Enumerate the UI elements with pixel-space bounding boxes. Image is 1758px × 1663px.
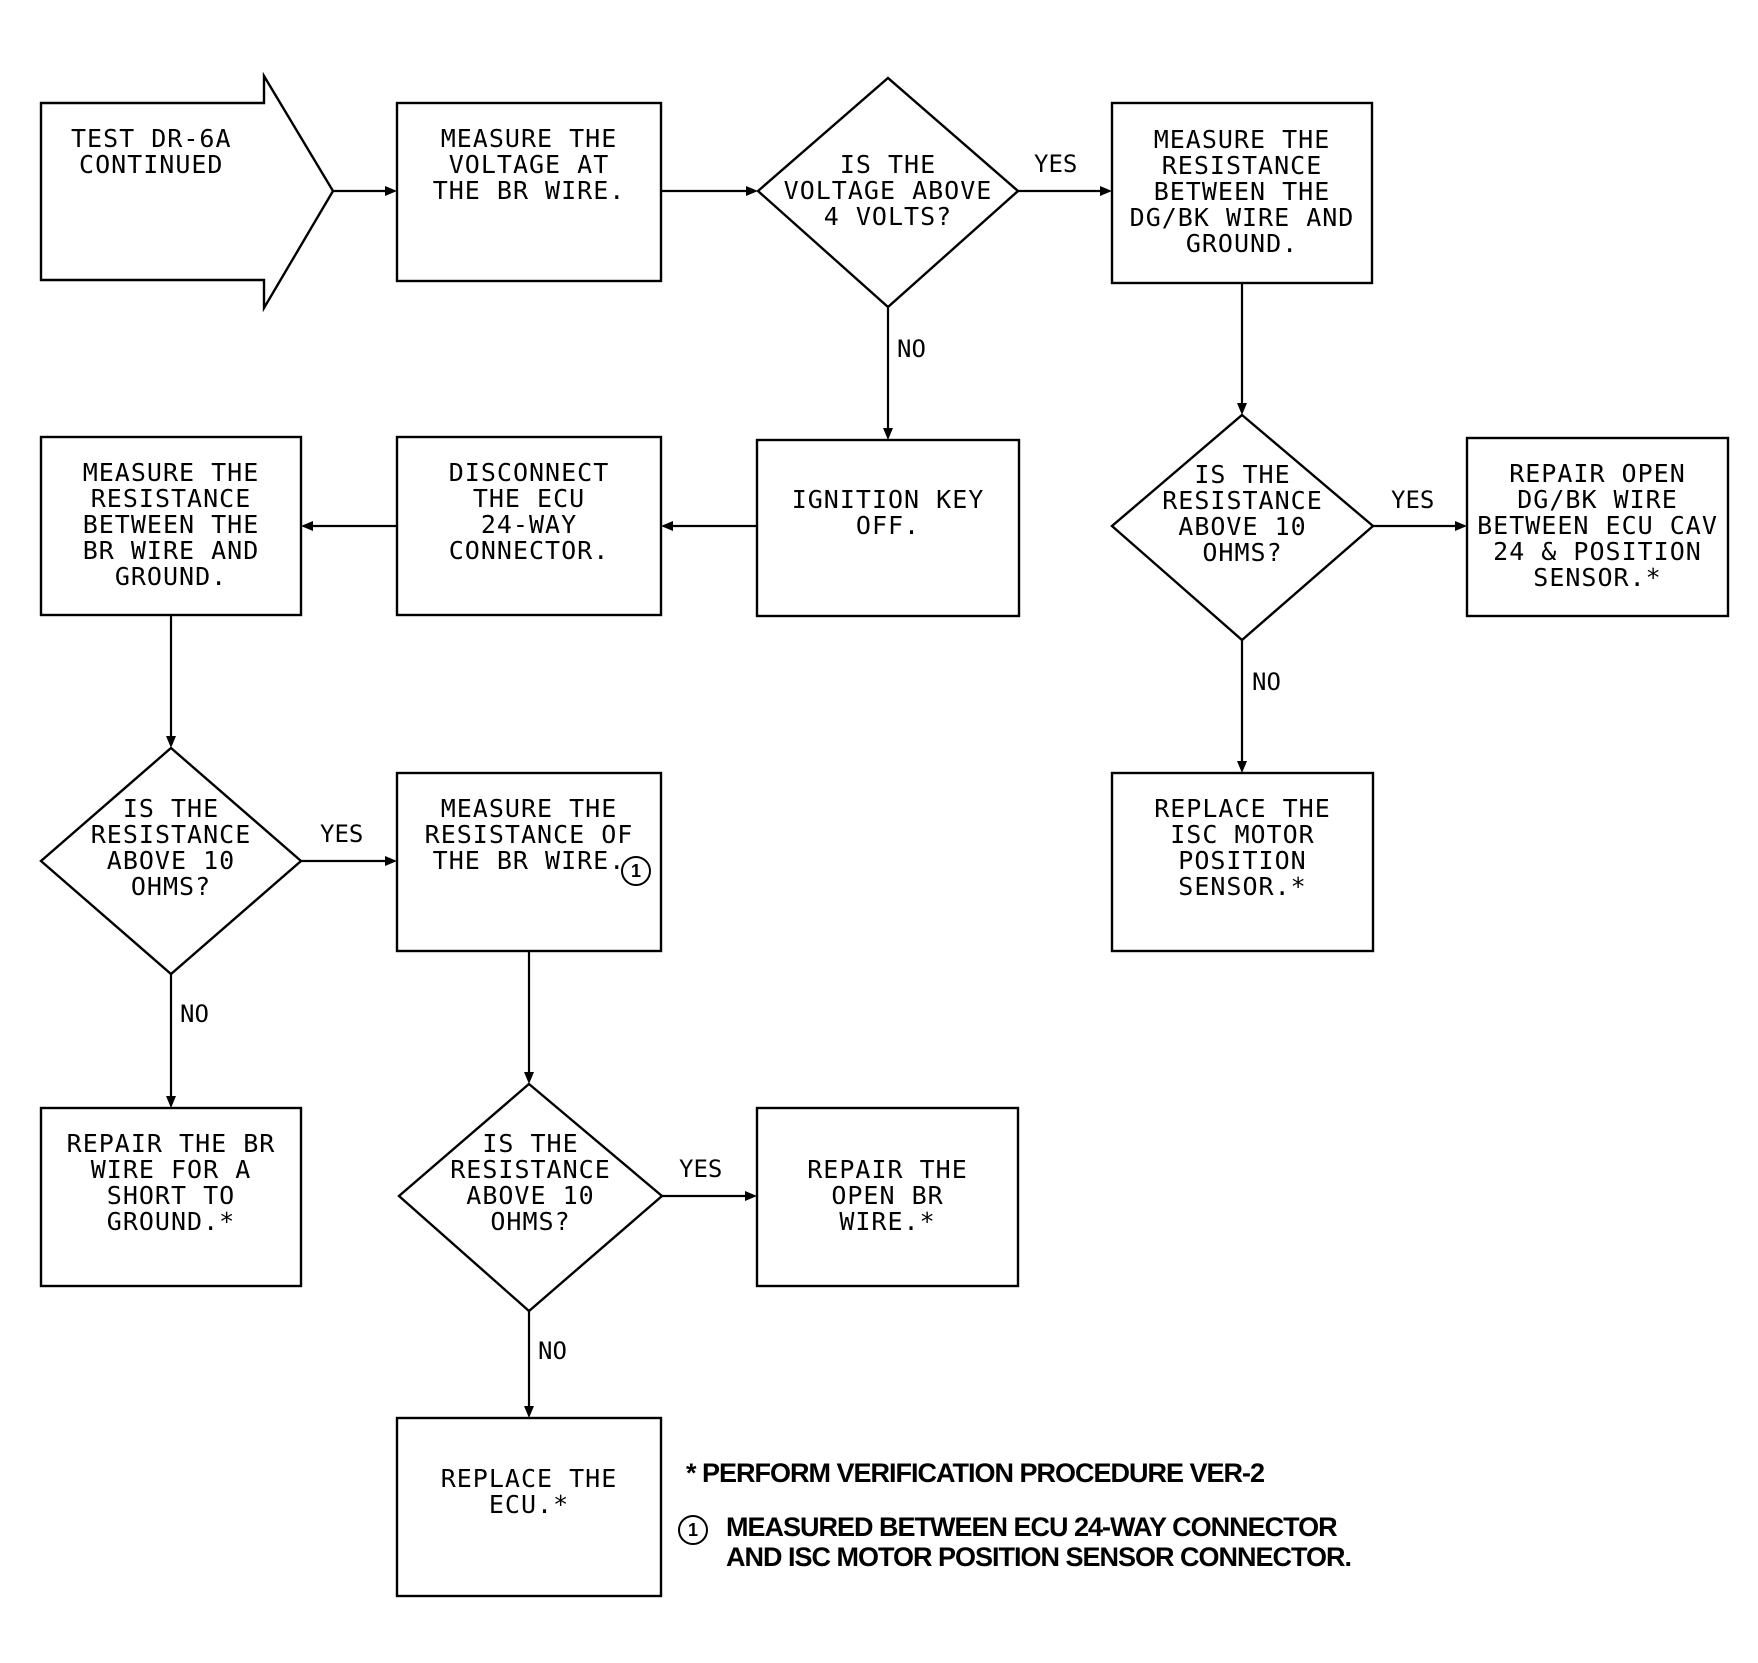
repair-open-br-box xyxy=(755,1106,1020,1288)
repair-open-br-label: REPAIR THE OPEN BR WIRE.* xyxy=(807,1155,968,1236)
connector-voltage-yes xyxy=(1018,186,1112,196)
measure-br-voltage-label: MEASURE THE VOLTAGE AT THE BR WIRE. xyxy=(432,124,626,205)
disconnect-ecu-label: DISCONNECT THE ECU 24-WAY CONNECTOR. xyxy=(448,458,610,565)
connector-br-wire-yes xyxy=(662,1191,757,1201)
connector-br-wire-measure-to-decision xyxy=(524,951,534,1084)
br-ground-yes-label: YES xyxy=(320,820,364,848)
connector-disconnect-to-measure-ground xyxy=(301,521,397,531)
repair-dgbk-label: REPAIR OPEN DG/BK WIRE BETWEEN ECU CAV 2… xyxy=(1477,459,1718,592)
voltage-question-label: IS THE VOLTAGE ABOVE 4 VOLTS? xyxy=(783,150,993,231)
measure-br-voltage-box xyxy=(395,101,663,283)
ignition-off-box xyxy=(755,438,1021,618)
replace-isc-box xyxy=(1110,771,1375,953)
measure-br-ground-label: MEASURE THE RESISTANCE BETWEEN THE BR WI… xyxy=(82,458,260,591)
measure-br-wire-box xyxy=(395,771,663,953)
start-arrow-shape xyxy=(39,71,335,313)
connector-br-ground-yes xyxy=(301,856,397,866)
disconnect-ecu-box xyxy=(395,435,663,617)
br-wire-yes-label: YES xyxy=(679,1155,723,1183)
connector-measure-to-voltage-decision xyxy=(661,186,758,196)
replace-ecu-label: REPLACE THE ECU.* xyxy=(440,1464,618,1519)
connector-dgbk-measure-to-decision xyxy=(1237,283,1247,415)
dgbk-question-label: IS THE RESISTANCE ABOVE 10 OHMS? xyxy=(1162,460,1323,567)
br-wire-no-label: NO xyxy=(538,1337,567,1365)
voltage-yes-label: YES xyxy=(1034,150,1078,178)
connector-voltage-no xyxy=(883,307,893,440)
circled-marker-in-box: 1 xyxy=(621,856,651,886)
ignition-off-label: IGNITION KEY OFF. xyxy=(791,485,985,540)
repair-short-label: REPAIR THE BR WIRE FOR A SHORT TO GROUND… xyxy=(66,1129,276,1236)
repair-dgbk-box xyxy=(1465,436,1730,618)
connector-start-to-measure xyxy=(333,186,397,196)
start-label: TEST DR-6A CONTINUED xyxy=(71,124,232,179)
circled-marker-footnote: 1 xyxy=(678,1515,708,1545)
connector-br-ground-no xyxy=(166,974,176,1108)
replace-ecu-box xyxy=(395,1416,663,1598)
dgbk-no-label: NO xyxy=(1252,668,1281,696)
measure-dgbk-resistance-label: MEASURE THE RESISTANCE BETWEEN THE DG/BK… xyxy=(1129,125,1355,258)
voltage-no-label: NO xyxy=(897,335,926,363)
br-wire-question-label: IS THE RESISTANCE ABOVE 10 OHMS? xyxy=(450,1129,611,1236)
measure-dgbk-resistance-box xyxy=(1110,101,1374,285)
connector-measure-ground-to-decision xyxy=(166,615,176,748)
dgbk-yes-label: YES xyxy=(1391,486,1435,514)
connector-dgbk-yes xyxy=(1373,521,1467,531)
connector-ignition-to-disconnect xyxy=(661,521,757,531)
repair-short-box xyxy=(39,1106,303,1288)
connector-br-wire-no xyxy=(524,1311,534,1418)
circled-footnote-text: MEASURED BETWEEN ECU 24-WAY CONNECTOR AN… xyxy=(726,1512,1352,1572)
asterisk-footnote: * PERFORM VERIFICATION PROCEDURE VER-2 xyxy=(686,1458,1265,1488)
replace-isc-label: REPLACE THE ISC MOTOR POSITION SENSOR.* xyxy=(1154,794,1331,901)
measure-br-wire-label: MEASURE THE RESISTANCE OF THE BR WIRE. xyxy=(424,794,634,875)
br-ground-no-label: NO xyxy=(180,1000,209,1028)
br-ground-question-label: IS THE RESISTANCE ABOVE 10 OHMS? xyxy=(90,794,252,901)
connector-dgbk-no xyxy=(1237,640,1247,773)
